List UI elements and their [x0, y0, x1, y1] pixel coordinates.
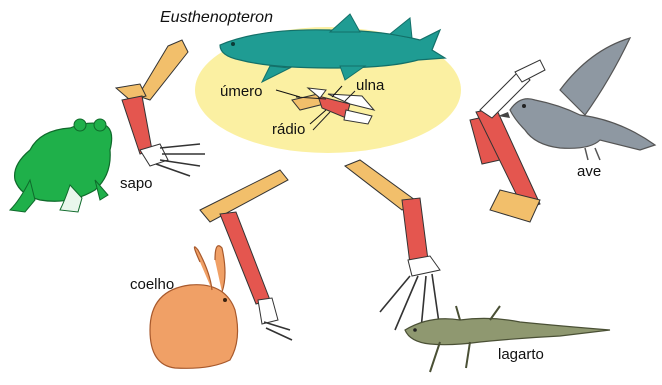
label-lagarto: lagarto	[498, 347, 544, 362]
frog-limb	[116, 40, 205, 176]
rabbit-icon	[150, 246, 238, 369]
label-ulna: ulna	[356, 78, 384, 93]
label-sapo: sapo	[120, 176, 153, 191]
bird-limb	[470, 60, 545, 222]
label-radio: rádio	[272, 122, 305, 137]
bird-icon	[498, 38, 655, 160]
label-umero: úmero	[220, 84, 263, 99]
lizard-limb	[345, 160, 440, 340]
frog-icon	[10, 119, 112, 212]
label-coelho: coelho	[130, 277, 174, 292]
label-eusthenopteron: Eusthenopteron	[160, 10, 273, 26]
label-ave: ave	[577, 164, 601, 179]
